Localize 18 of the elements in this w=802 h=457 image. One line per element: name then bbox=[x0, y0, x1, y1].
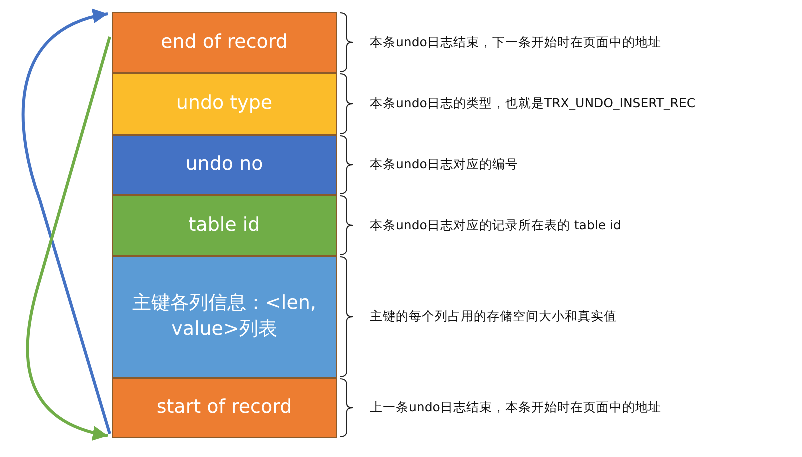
annotation-text: 本条undo日志结束，下一条开始时在页面中的地址 bbox=[370, 34, 662, 51]
record-field-box bbox=[112, 12, 337, 73]
record-field-box bbox=[112, 256, 337, 378]
annotation-text: 本条undo日志对应的编号 bbox=[370, 156, 518, 174]
annotation-text: 上一条undo日志结束，本条开始时在页面中的地址 bbox=[370, 400, 662, 416]
annotation-text: 主键的每个列占用的存储空间大小和真实值 bbox=[370, 308, 617, 326]
annotation-text: 本条undo日志对应的记录所在表的 table id bbox=[370, 217, 622, 234]
field-name: undo type bbox=[175, 91, 274, 116]
record-field-box bbox=[112, 195, 337, 256]
record-field-box bbox=[112, 378, 337, 438]
field-name: end of record bbox=[160, 30, 289, 55]
record-field-box bbox=[112, 73, 337, 135]
annotation-text: 本条undo日志的类型，也就是TRX_UNDO_INSERT_REC bbox=[370, 96, 696, 112]
field-name: table id bbox=[188, 212, 262, 238]
record-field-box bbox=[112, 135, 337, 195]
field-name: 主键各列信息：<len, value>列表 bbox=[132, 291, 318, 342]
field-name: undo no bbox=[184, 152, 264, 178]
field-name: start of record bbox=[156, 395, 294, 420]
